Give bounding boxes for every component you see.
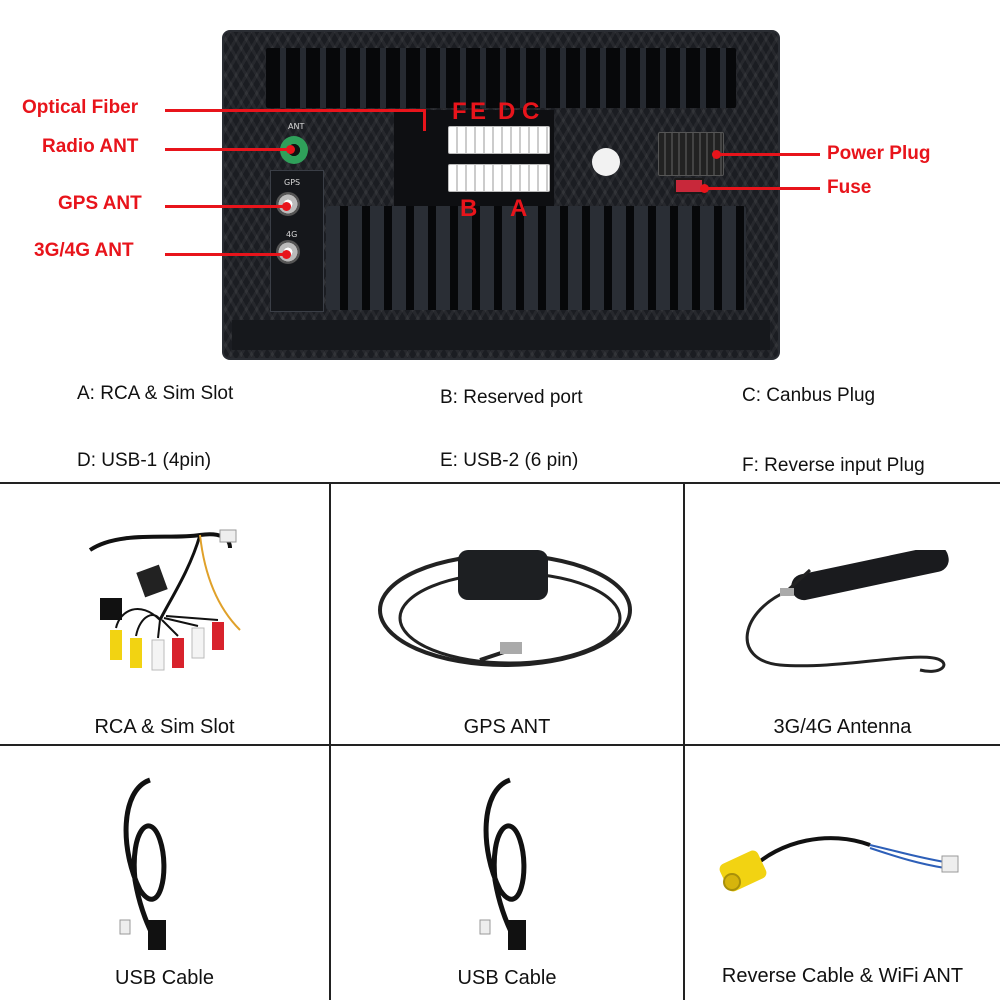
line-optical-fiber	[165, 109, 425, 112]
usb-cable-wire	[123, 777, 167, 942]
usb-cable-image-1	[119, 777, 167, 950]
rca-plugs	[110, 622, 224, 671]
line-radio-ant	[165, 148, 290, 151]
connector-plug	[219, 529, 237, 543]
callout-3g4g-ant: 3G/4G ANT	[34, 240, 134, 261]
4g-label: 4G	[286, 230, 298, 239]
top-vent	[266, 48, 736, 108]
callout-fuse: Fuse	[827, 177, 872, 198]
callout-optical-fiber: Optical Fiber	[22, 97, 139, 118]
grid-line-top	[0, 482, 1000, 484]
legend-b: B: Reserved port	[440, 387, 583, 408]
ant-label: ANT	[288, 122, 305, 131]
letter-f: F	[452, 98, 467, 125]
bottom-strip	[232, 320, 770, 350]
legend-c: C: Canbus Plug	[742, 385, 876, 406]
line-gps-ant	[165, 205, 285, 208]
legend-e: E: USB-2 (6 pin)	[440, 450, 579, 471]
connector-fedc	[448, 126, 550, 154]
dot-3g4g-ant	[282, 250, 291, 259]
gps-antenna-image	[378, 550, 632, 667]
caption-usb-cable-2: USB Cable	[457, 967, 557, 989]
caption-usb-cable-1: USB Cable	[115, 967, 214, 989]
legend-d: D: USB-1 (4pin)	[77, 450, 212, 471]
dot-gps-ant	[282, 202, 291, 211]
usb-connector	[508, 920, 526, 950]
reverse-connector	[941, 855, 959, 873]
letter-e: E	[470, 98, 487, 125]
callout-gps-ant: GPS ANT	[58, 193, 142, 214]
usb-connector	[148, 920, 166, 950]
caption-gps-ant: GPS ANT	[463, 716, 551, 738]
sim-slot-box	[100, 598, 122, 620]
legend-a: A: RCA & Sim Slot	[77, 383, 234, 404]
caption-rca-sim-slot: RCA & Sim Slot	[94, 716, 235, 738]
rca-sim-slot-image	[88, 529, 241, 671]
legend-f: F: Reverse input Plug	[742, 455, 925, 476]
letter-d: D	[498, 98, 516, 125]
grid-line-col1	[329, 482, 331, 1000]
dot-radio-ant	[286, 145, 295, 154]
gps-label: GPS	[284, 178, 301, 187]
callout-radio-ant: Radio ANT	[42, 136, 139, 157]
rca-harness-wire	[88, 532, 232, 552]
usb-cable-wire	[483, 777, 527, 942]
letter-b: B	[460, 195, 478, 222]
gps-connector	[500, 642, 522, 654]
antenna-body	[791, 550, 949, 601]
connector-ba	[448, 164, 550, 192]
line-power-plug	[716, 153, 820, 156]
letter-c: C	[522, 98, 540, 125]
3g4g-antenna-image	[745, 550, 949, 673]
gps-puck	[458, 550, 548, 600]
caption-reverse-cable-wifi: Reverse Cable & WiFi ANT	[721, 965, 964, 987]
reverse-cable-wire	[748, 836, 871, 872]
letter-a: A	[510, 195, 528, 222]
reverse-cable-image	[719, 836, 959, 892]
antenna-cable	[745, 588, 946, 673]
certification-sticker	[592, 148, 620, 176]
caption-3g4g-antenna: 3G/4G Antenna	[773, 716, 912, 738]
usb-cable-image-2	[479, 777, 527, 950]
callout-power-plug: Power Plug	[827, 143, 931, 164]
grid-line-middle	[0, 744, 1000, 746]
line-fuse	[704, 187, 820, 190]
lower-vent-area	[326, 206, 746, 310]
antenna-jack-housing	[270, 170, 324, 312]
line-3g4g-ant	[165, 253, 285, 256]
line-optical-fiber-drop	[423, 109, 426, 131]
head-unit-rear-panel: ANT GPS 4G	[222, 30, 780, 360]
grid-line-col2	[683, 482, 685, 1000]
